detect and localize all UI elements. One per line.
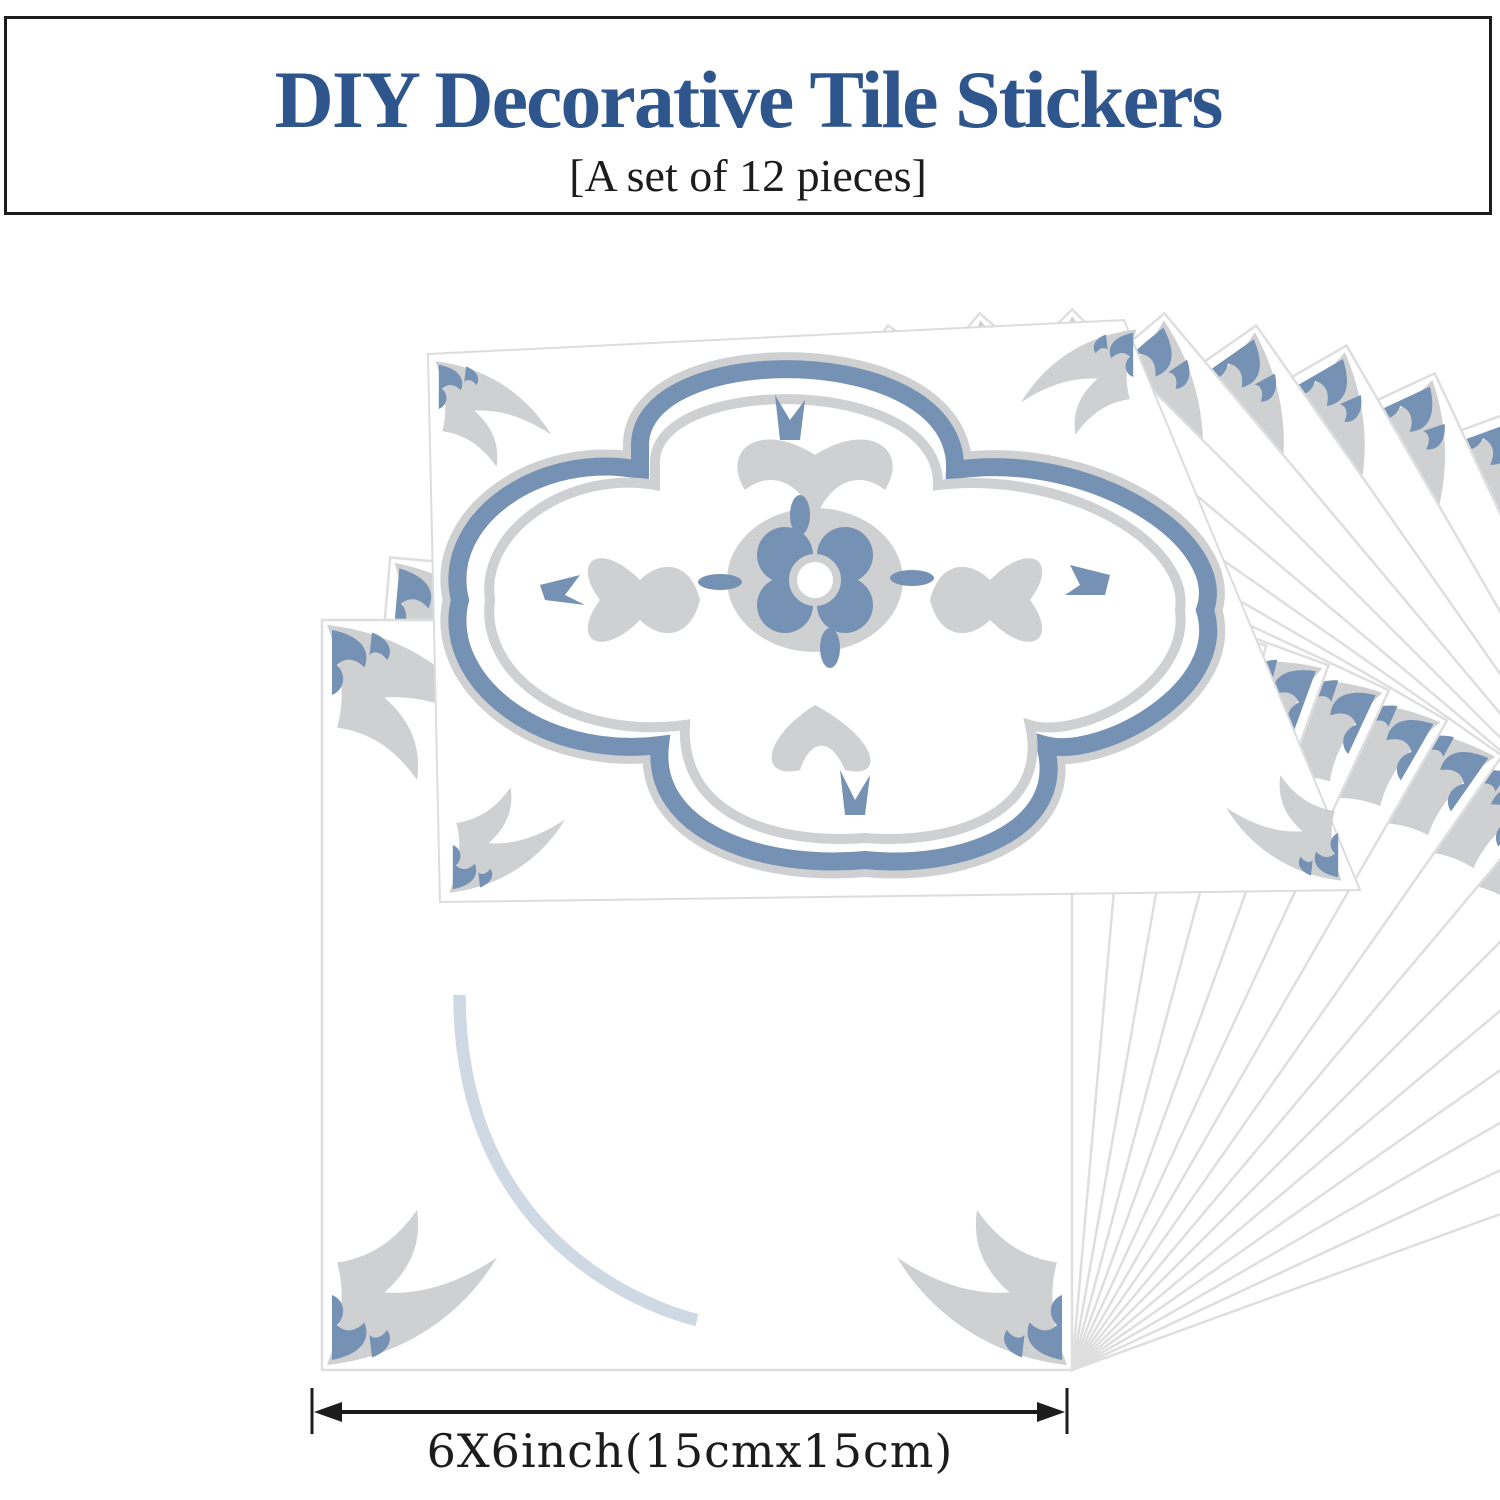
tile-size-label: 6X6inch(15cmx15cm) [426,1424,954,1478]
front-tile-sticker [426,318,1362,904]
page-title: DIY Decorative Tile Stickers [274,54,1224,145]
header-box: DIY Decorative Tile Stickers [A set of 1… [4,16,1492,215]
double-arrow-icon [310,1388,1069,1434]
stacked-tile-sticker [322,620,1072,1370]
page-subtitle: [A set of 12 pieces] [569,150,927,201]
quatrefoil-flower-pattern-icon [440,352,1225,879]
